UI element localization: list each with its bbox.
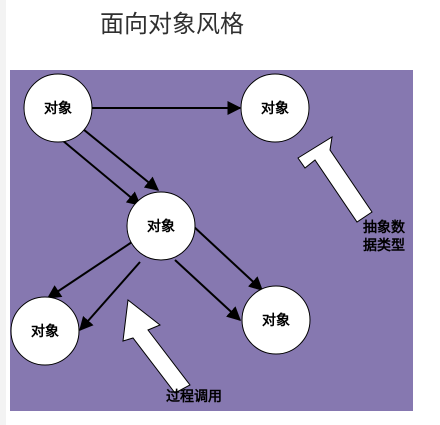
abstract-data-type-pointer xyxy=(297,136,373,223)
edge-object3-object4-a xyxy=(46,241,133,299)
node-object-1: 对象 xyxy=(23,73,93,143)
page-left-edge xyxy=(0,0,6,425)
node-label: 对象 xyxy=(147,218,175,235)
node-circle xyxy=(240,73,310,143)
edge-object3-object5-a xyxy=(191,224,264,291)
node-label: 对象 xyxy=(262,312,290,329)
abstract-data-type-label-line2: 据类型 xyxy=(363,237,405,254)
node-circle xyxy=(10,296,80,366)
node-circle xyxy=(23,73,93,143)
node-object-4: 对象 xyxy=(10,296,80,366)
page-title: 面向对象风格 xyxy=(100,10,244,38)
node-circle xyxy=(241,285,311,355)
node-label: 对象 xyxy=(44,100,72,117)
edge-object1-object3-a xyxy=(61,139,142,206)
edge-object3-object4-b xyxy=(79,261,141,332)
procedure-call-pointer xyxy=(122,299,191,394)
edge-object1-object3-b xyxy=(77,124,160,191)
node-object-2: 对象 xyxy=(240,73,310,143)
node-circle xyxy=(126,191,196,261)
abstract-data-type-label-line1: 抽象数 xyxy=(363,219,406,236)
node-label: 对象 xyxy=(31,323,59,340)
node-object-5: 对象 xyxy=(241,285,311,355)
edges xyxy=(46,101,264,332)
procedure-call-label: 过程调用 xyxy=(166,388,222,405)
node-label: 对象 xyxy=(261,100,289,117)
edge-object3-object5-b xyxy=(174,259,242,321)
node-object-3: 对象 xyxy=(126,191,196,261)
